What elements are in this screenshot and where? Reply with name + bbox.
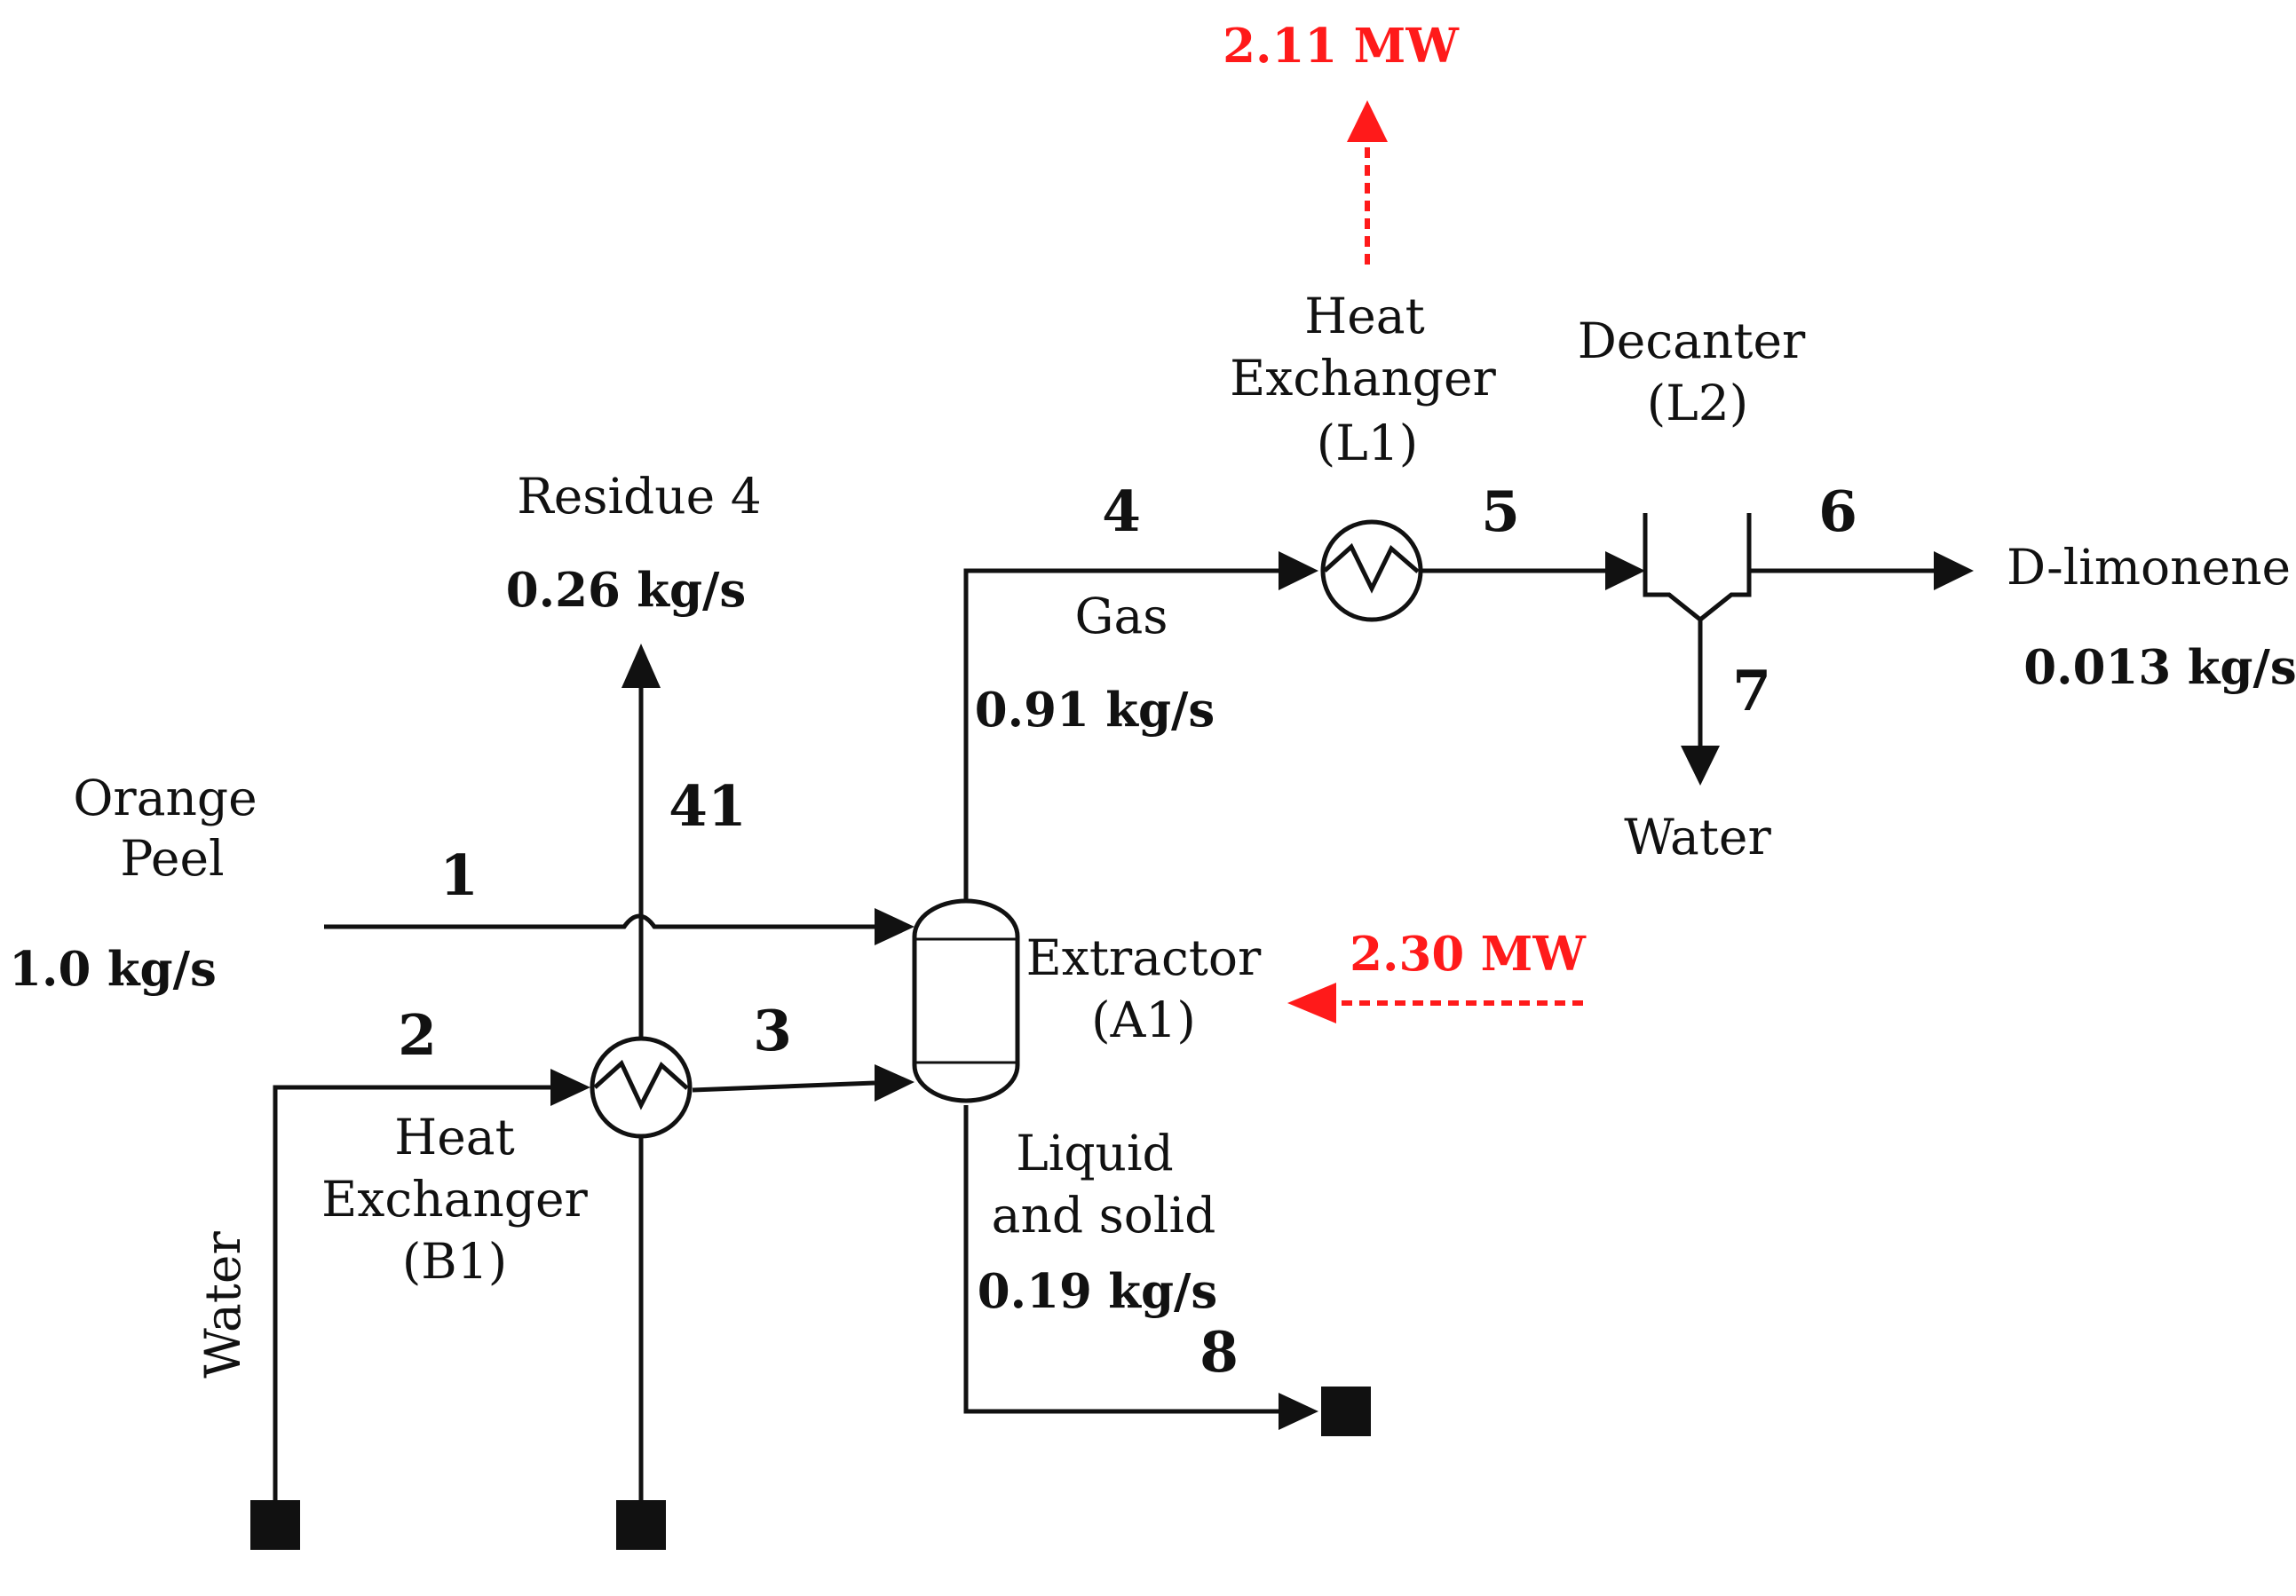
extractor-label-2: (A1) bbox=[1091, 992, 1196, 1048]
stream-number-5: 5 bbox=[1481, 478, 1520, 544]
orange-peel-label-1: Orange bbox=[73, 770, 257, 826]
energy-arrow-a1-head bbox=[1287, 983, 1336, 1023]
stream-number-3: 3 bbox=[753, 998, 792, 1063]
decanter-l2 bbox=[1643, 513, 1752, 623]
hx-b1-label-1: Heat bbox=[394, 1109, 514, 1165]
decanter-label-2: (L2) bbox=[1647, 375, 1748, 431]
residue-label: Residue 4 bbox=[517, 468, 761, 525]
stream-number-4: 4 bbox=[1102, 478, 1141, 544]
hx-b1-label-3: (B1) bbox=[402, 1233, 507, 1290]
limonene-label: D-limonene bbox=[2007, 539, 2291, 596]
stream-number-41: 41 bbox=[669, 773, 747, 839]
stream-3-line bbox=[692, 1080, 875, 1093]
stream-1-line bbox=[324, 913, 875, 929]
stream-number-6: 6 bbox=[1818, 478, 1857, 544]
stream-2-arrow bbox=[550, 1069, 590, 1106]
stream-number-8: 8 bbox=[1199, 1319, 1239, 1385]
gas-label: Gas bbox=[1075, 588, 1168, 644]
extractor-label-1: Extractor bbox=[1026, 929, 1262, 986]
water-inlet-terminal bbox=[250, 1500, 300, 1550]
stream-3-arrow bbox=[875, 1064, 914, 1102]
utility-inlet-terminal bbox=[616, 1500, 666, 1550]
stream-41-arrow bbox=[622, 644, 661, 688]
water-inlet-label: Water bbox=[194, 1231, 251, 1379]
stream-8-arrow bbox=[1279, 1393, 1318, 1430]
hx-b1-label-2: Exchanger bbox=[321, 1171, 588, 1228]
stream-5-arrow bbox=[1605, 551, 1645, 590]
liquid-label-1: Liquid bbox=[1016, 1125, 1174, 1181]
heat-exchanger-b1 bbox=[590, 1036, 693, 1139]
residue-flow: 0.26 kg/s bbox=[506, 563, 747, 618]
gas-flow: 0.91 kg/s bbox=[975, 683, 1215, 738]
stream-6-arrow bbox=[1934, 551, 1974, 590]
stream-8-terminal bbox=[1321, 1387, 1371, 1436]
water-outlet-label: Water bbox=[1624, 809, 1771, 865]
heat-exchanger-l1 bbox=[1320, 519, 1423, 622]
energy-extractor: 2.30 MW bbox=[1350, 927, 1587, 982]
hx-l1-label-2: Exchanger bbox=[1230, 350, 1496, 407]
orange-peel-label-2: Peel bbox=[120, 830, 224, 887]
limonene-flow: 0.013 kg/s bbox=[2023, 640, 2296, 695]
extractor-a1 bbox=[912, 898, 1020, 1103]
stream-number-2: 2 bbox=[398, 1002, 437, 1068]
orange-peel-flow: 1.0 kg/s bbox=[9, 942, 217, 997]
stream-4-line bbox=[963, 568, 1283, 901]
stream-4-arrow bbox=[1279, 551, 1318, 590]
liquid-flow: 0.19 kg/s bbox=[978, 1264, 1218, 1319]
energy-hx-l1: 2.11 MW bbox=[1223, 19, 1460, 74]
energy-arrow-l1-head bbox=[1347, 100, 1388, 142]
stream-number-7: 7 bbox=[1732, 658, 1771, 723]
hx-l1-label-1: Heat bbox=[1304, 288, 1424, 344]
stream-1-arrow bbox=[875, 908, 914, 945]
liquid-label-2: and solid bbox=[992, 1187, 1216, 1244]
decanter-label-1: Decanter bbox=[1578, 312, 1806, 369]
hx-l1-label-3: (L1) bbox=[1317, 415, 1418, 471]
stream-8-line bbox=[963, 1105, 1279, 1414]
stream-7-arrow bbox=[1681, 746, 1720, 786]
stream-number-1: 1 bbox=[439, 842, 479, 908]
stream-2-line bbox=[273, 1085, 555, 1509]
